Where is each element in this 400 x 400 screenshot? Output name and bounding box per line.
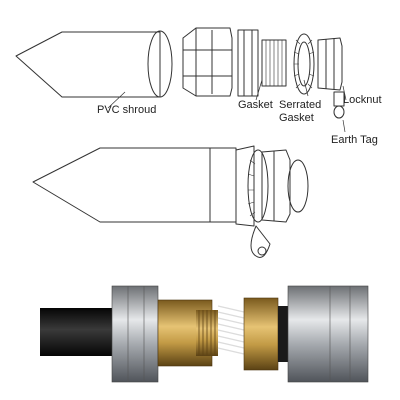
cable (40, 308, 114, 356)
steel-hex-left (111, 285, 159, 383)
serrated-gasket-assembled (247, 149, 269, 223)
black-seal (278, 306, 288, 362)
label-serrated-gasket-1: Serrated (279, 99, 322, 111)
earth-tag-assembled (250, 225, 271, 258)
pvc-shroud-assembled (32, 147, 211, 223)
gasket-exploded (237, 29, 259, 97)
label-gasket: Gasket (238, 99, 273, 111)
earth-tag-exploded (333, 105, 345, 119)
gland-photo (40, 285, 369, 383)
steel-hex-right (287, 285, 369, 383)
assembled-nut (235, 145, 255, 227)
locknut-assembled (261, 149, 291, 223)
label-serrated-gasket-2: Gasket (279, 112, 314, 124)
label-earth-tag: Earth Tag (331, 134, 378, 146)
brass-cone (243, 297, 279, 371)
pvc-shroud-mouth (147, 30, 173, 98)
label-pvc-shroud: PVC shroud (97, 104, 157, 116)
gland-body-exploded (182, 27, 233, 97)
armour-wires (217, 305, 245, 355)
pvc-shroud-exploded (15, 31, 161, 98)
label-locknut: Locknut (343, 94, 382, 106)
locknut-exploded (317, 37, 343, 91)
